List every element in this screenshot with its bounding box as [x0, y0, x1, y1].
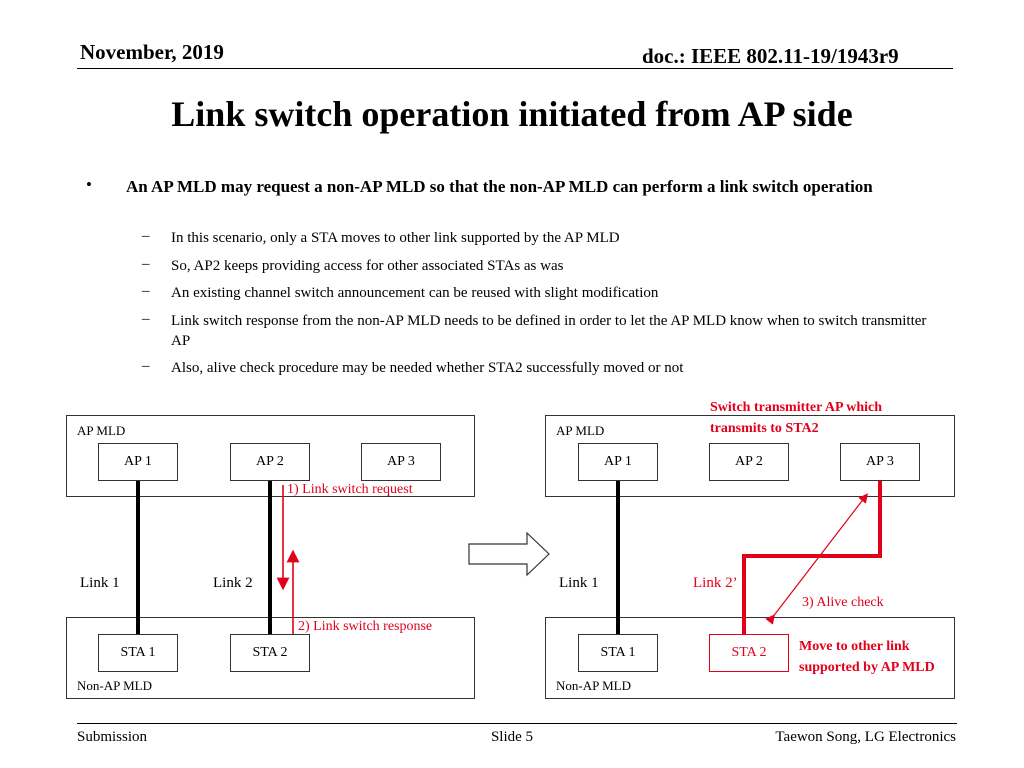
right-ap-mld-box — [545, 415, 955, 497]
switch-transmitter-note: Switch transmitter AP which transmits to… — [710, 400, 883, 436]
alive-check-arrow — [765, 493, 868, 625]
link-switch-request-label: 1) Link switch request — [287, 482, 413, 497]
left-ap3-box: AP 3 — [361, 443, 441, 481]
sub-dash-1: – — [142, 228, 150, 244]
footer-slide-number: Slide 5 — [490, 729, 534, 745]
right-link2-label: Link 2’ — [693, 575, 738, 591]
footer-author: Taewon Song, LG Electronics — [775, 729, 956, 745]
right-ap2-box: AP 2 — [709, 443, 789, 481]
left-ap1-box: AP 1 — [98, 443, 178, 481]
right-non-ap-mld-box — [545, 617, 955, 699]
link-switch-response-label: 2) Link switch response — [298, 619, 433, 634]
header-divider — [77, 68, 953, 69]
left-ap-mld-label: AP MLD — [77, 423, 126, 438]
sub-dash-2: – — [142, 256, 150, 272]
right-sta1-box: STA 1 — [578, 634, 658, 672]
bullet-symbol: • — [86, 175, 92, 194]
transition-arrow — [468, 531, 550, 577]
sub-bullet-3: An existing channel switch announcement … — [171, 285, 659, 301]
right-sta2-box: STA 2 — [709, 634, 789, 672]
right-ap1-box: AP 1 — [578, 443, 658, 481]
footer-divider — [77, 723, 957, 724]
left-link2-label: Link 2 — [213, 575, 253, 591]
right-link1-label: Link 1 — [559, 575, 599, 591]
footer-submission: Submission — [77, 729, 148, 745]
sub-bullet-1: In this scenario, only a STA moves to ot… — [171, 230, 620, 246]
bullet-main-text: An AP MLD may request a non-AP MLD so th… — [126, 177, 873, 196]
sub-dash-3: – — [142, 283, 150, 299]
left-link1-label: Link 1 — [80, 575, 120, 591]
left-non-ap-mld-label: Non-AP MLD — [77, 678, 152, 693]
sub-dash-4: – — [142, 311, 150, 327]
left-sta2-box: STA 2 — [230, 634, 310, 672]
sub-bullet-5: Also, alive check procedure may be neede… — [171, 360, 684, 376]
slide-title: Link switch operation initiated from AP … — [171, 94, 853, 134]
sub-dash-5: – — [142, 358, 150, 374]
left-sta1-box: STA 1 — [98, 634, 178, 672]
sub-bullet-2: So, AP2 keeps providing access for other… — [171, 258, 564, 274]
left-ap2-box: AP 2 — [230, 443, 310, 481]
move-to-other-link-note: Move to other link supported by AP MLD — [799, 639, 935, 675]
right-non-ap-mld-label: Non-AP MLD — [556, 678, 631, 693]
sub-bullet-4: Link switch response from the non-AP MLD… — [171, 313, 927, 349]
header-date: November, 2019 — [80, 40, 224, 64]
header-doc-id: doc.: IEEE 802.11-19/1943r9 — [642, 44, 899, 68]
right-ap-mld-label: AP MLD — [556, 423, 605, 438]
right-ap3-box: AP 3 — [840, 443, 920, 481]
